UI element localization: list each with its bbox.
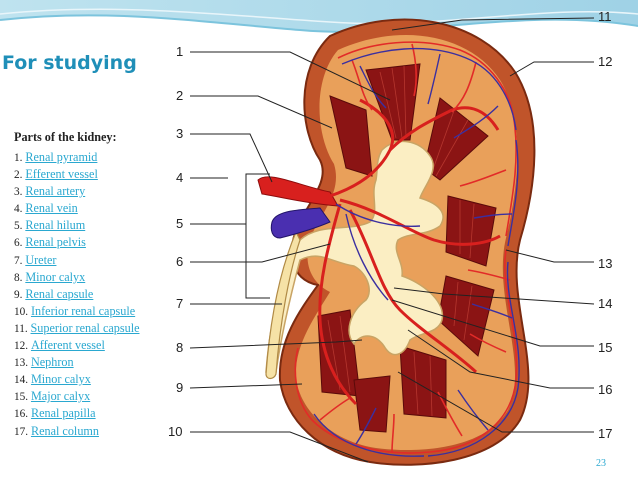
pyramid <box>353 375 391 433</box>
item-number: 13. <box>14 357 29 370</box>
list-item: 14. Minor calyx <box>14 371 174 388</box>
list-item: 1. Renal pyramid <box>14 149 174 166</box>
ureter-shape <box>265 230 301 380</box>
leader-line-14 <box>393 287 595 305</box>
part-link[interactable]: Afferent vessel <box>30 338 105 353</box>
item-number: 7. <box>14 254 23 267</box>
slide-title: For studying <box>2 52 137 74</box>
label-number-13: 13 <box>598 256 613 271</box>
part-link[interactable]: Nephron <box>30 355 74 370</box>
label-number-12: 12 <box>598 54 613 69</box>
part-link[interactable]: Inferior renal capsule <box>30 303 136 318</box>
label-number-5: 5 <box>176 216 184 231</box>
part-link[interactable]: Renal pelvis <box>25 235 86 250</box>
label-number-6: 6 <box>176 254 184 269</box>
label-number-3: 3 <box>176 126 184 141</box>
leader-line-1 <box>190 51 391 101</box>
leader-line-16 <box>407 329 594 389</box>
leader-line-2 <box>190 95 333 129</box>
pyramids <box>317 63 497 433</box>
part-link[interactable]: Renal column <box>30 423 99 438</box>
list-item: 8. Minor calyx <box>14 269 174 286</box>
part-link[interactable]: Renal hilum <box>25 218 86 233</box>
list-item: 7. Ureter <box>14 252 174 269</box>
part-link[interactable]: Major calyx <box>30 389 91 404</box>
item-number: 2. <box>14 169 23 182</box>
label-number-8: 8 <box>176 340 184 355</box>
parts-list: Parts of the kidney: 1. Renal pyramid 2.… <box>14 130 174 440</box>
list-item: 13. Nephron <box>14 354 174 371</box>
label-number-7: 7 <box>176 296 184 311</box>
item-number: 6. <box>14 237 23 250</box>
leader-lines <box>189 17 595 463</box>
item-number: 16. <box>14 408 29 421</box>
leader-line-6 <box>190 243 331 263</box>
part-link[interactable]: Minor calyx <box>30 372 91 387</box>
item-number: 17. <box>14 425 29 438</box>
pyramid <box>399 345 447 419</box>
leader-line-3 <box>190 133 273 183</box>
label-number-17: 17 <box>598 426 613 441</box>
label-number-9: 9 <box>176 380 184 395</box>
part-link[interactable]: Renal artery <box>25 184 86 199</box>
label-number-15: 15 <box>598 340 613 355</box>
part-link[interactable]: Renal pyramid <box>25 150 98 164</box>
label-number-11: 11 <box>598 9 612 24</box>
part-link[interactable]: Efferent vessel <box>25 167 98 182</box>
part-link[interactable]: Minor calyx <box>25 269 86 284</box>
label-number-4: 4 <box>176 170 184 185</box>
leader-line-13 <box>505 249 594 263</box>
list-item: 6. Renal pelvis <box>14 234 174 251</box>
pyramid <box>445 195 497 267</box>
leader-line-17 <box>397 371 594 433</box>
leader-line-12 <box>509 61 594 77</box>
parts-heading: Parts of the kidney: <box>14 130 117 144</box>
part-link[interactable]: Superior renal capsule <box>30 320 140 335</box>
renal-vein-shape <box>270 207 331 239</box>
page-number: 23 <box>596 458 606 469</box>
list-item: 15. Major calyx <box>14 388 174 405</box>
item-number: 15. <box>14 391 29 404</box>
item-number: 1. <box>14 152 23 164</box>
item-number: 5. <box>14 220 23 233</box>
label-number-10: 10 <box>168 424 183 439</box>
list-item: 4. Renal vein <box>14 200 174 217</box>
label-number-1: 1 <box>176 44 184 59</box>
hilum-bracket <box>245 173 270 299</box>
header-banner <box>0 0 638 50</box>
list-item: 9. Renal capsule <box>14 286 174 303</box>
part-link[interactable]: Renal vein <box>25 201 78 216</box>
part-link[interactable]: Renal papilla <box>30 406 96 421</box>
pyramid <box>423 97 489 181</box>
vessels <box>294 41 520 457</box>
part-link[interactable]: Ureter <box>25 252 57 267</box>
leader-line-15 <box>391 299 594 347</box>
item-number: 8. <box>14 271 23 284</box>
list-item: 5. Renal hilum <box>14 217 174 234</box>
label-number-16: 16 <box>598 382 613 397</box>
label-number-14: 14 <box>598 296 613 311</box>
list-item: 17. Renal column <box>14 423 174 440</box>
item-number: 9. <box>14 288 23 301</box>
list-item: 3. Renal artery <box>14 183 174 200</box>
part-link[interactable]: Renal capsule <box>25 286 94 301</box>
list-item: 10. Inferior renal capsule <box>14 303 174 320</box>
list-item: 16. Renal papilla <box>14 405 174 422</box>
leader-line-10 <box>190 431 369 463</box>
list-item: 12. Afferent vessel <box>14 337 174 354</box>
item-number: 10. <box>14 305 29 318</box>
list-item: 11. Superior renal capsule <box>14 320 174 337</box>
pyramid <box>329 95 373 177</box>
item-number: 12. <box>14 340 29 353</box>
label-number-2: 2 <box>176 88 184 103</box>
item-number: 4. <box>14 203 23 216</box>
leader-line-9 <box>189 383 303 389</box>
list-item: 2. Efferent vessel <box>14 166 174 183</box>
item-number: 11. <box>14 322 28 335</box>
leader-line-8 <box>189 339 363 349</box>
item-number: 14. <box>14 374 29 387</box>
leader-line-11 <box>391 17 595 31</box>
item-number: 3. <box>14 186 23 199</box>
